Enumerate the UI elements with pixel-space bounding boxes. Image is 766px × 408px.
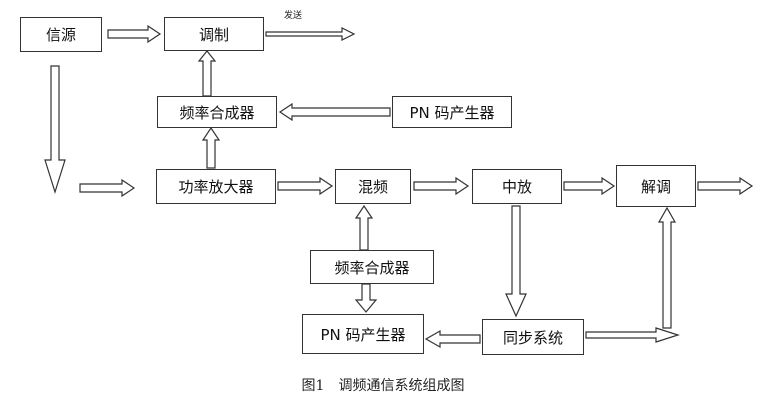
arrow-amp-to-synth: [201, 126, 221, 169]
arrow-to-power-amp: [79, 178, 136, 198]
arrow-sync-right: [585, 327, 680, 343]
block-demodulate: 解调: [616, 165, 696, 207]
figure-caption: 图1 调频通信系统组成图: [301, 378, 465, 394]
arrow-synth-to-pn-bottom: [354, 283, 378, 313]
block-modulate: 调制: [164, 17, 264, 51]
block-pn-gen-top: PN 码产生器: [392, 96, 512, 128]
arrow-up-to-demod: [657, 206, 677, 329]
arrow-demod-output: [697, 176, 754, 196]
arrow-amp-to-mixer: [277, 176, 334, 196]
block-pn-gen-bottom: PN 码产生器: [302, 314, 424, 354]
send-label: 发送: [284, 11, 303, 21]
arrow-modulate-output: [265, 27, 356, 41]
block-power-amp: 功率放大器: [156, 169, 276, 204]
arrow-sync-to-pn-bottom: [424, 329, 481, 349]
arrow-synth-bottom-to-mixer: [354, 204, 374, 251]
arrow-synth-to-modulate: [197, 50, 217, 97]
block-sync-system: 同步系统: [482, 319, 584, 355]
block-mixer: 混频: [335, 169, 411, 204]
arrow-if-to-sync: [505, 205, 527, 318]
arrow-if-to-demod: [563, 176, 616, 196]
arrow-mixer-to-if: [413, 176, 470, 196]
arrow-source-to-modulate: [107, 24, 162, 44]
arrow-pn-to-synth-top: [278, 102, 391, 122]
block-freq-synth-top: 频率合成器: [157, 96, 277, 128]
block-if-amp: 中放: [472, 169, 562, 204]
arrow-source-down: [44, 65, 66, 195]
block-freq-synth-bottom: 频率合成器: [310, 250, 434, 284]
block-source: 信源: [20, 17, 102, 52]
